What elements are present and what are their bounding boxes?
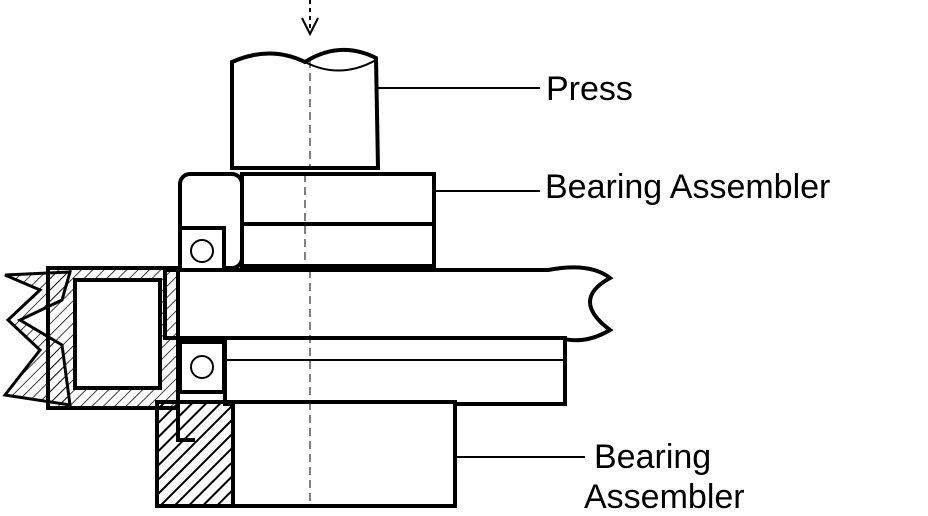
lower-assembler-label-line2: Assembler [584, 478, 745, 516]
pulley [2, 266, 180, 410]
upper-assembler-label: Bearing Assembler [545, 168, 831, 206]
shaft [163, 265, 614, 406]
lower-assembler-label-line1: Bearing [594, 438, 712, 476]
press-ram [230, 47, 381, 170]
lower-bearing [178, 340, 226, 394]
upper-bearing [178, 226, 226, 276]
press-label: Press [546, 70, 633, 108]
press-force-arrow [301, 0, 319, 37]
lower-bearing-assembler [155, 400, 457, 508]
upper-bearing-assembler [178, 172, 436, 270]
